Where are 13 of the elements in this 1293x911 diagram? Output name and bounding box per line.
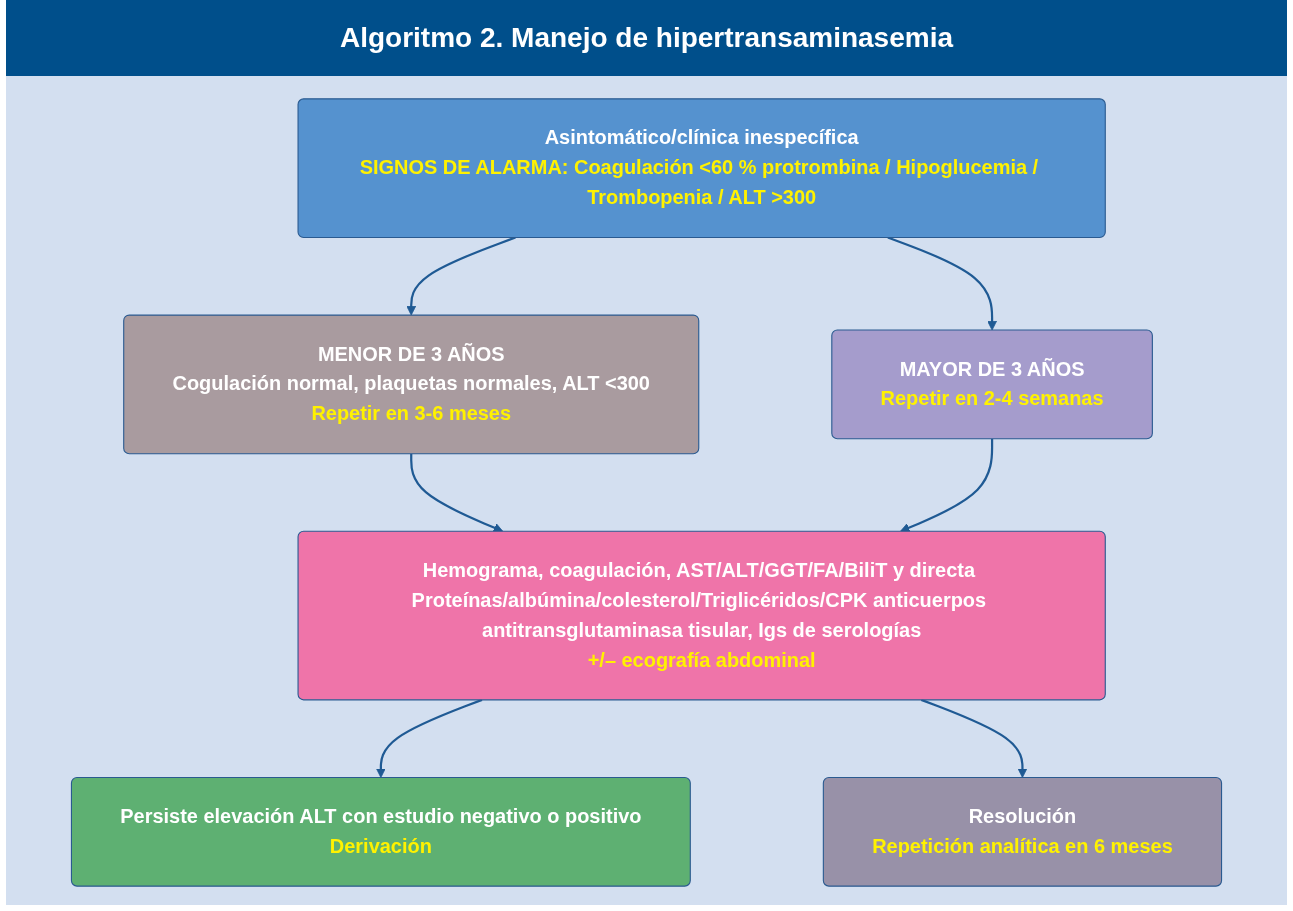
arrow bbox=[900, 438, 994, 533]
node-box: MAYOR DE 3 AÑOS Repetir en 2-4 semanas bbox=[831, 329, 1153, 440]
arrow bbox=[406, 236, 516, 316]
node-box: Persiste elevación ALT con estudio negativo o positivo Derivación bbox=[70, 776, 691, 887]
arrow bbox=[920, 698, 1028, 778]
node-box: Hemograma, coagulación, AST/ALT/GGT/FA/BiliT y directa Proteínas/albúmina/colesterol/Triglicéridos/CPK anticuerpos antitransglutaminasa tisular, Igs de serologías +/– ecografía abdominal bbox=[297, 530, 1106, 701]
title-bar: Algoritmo 2. Manejo de hipertransaminasemia bbox=[6, 0, 1287, 76]
node-box: Resolución Repetición analítica en 6 meses bbox=[822, 776, 1223, 887]
arrow bbox=[410, 453, 504, 533]
arrow bbox=[376, 698, 483, 778]
arrow bbox=[887, 236, 997, 331]
node-box: MENOR DE 3 AÑOS Cogulación normal, plaquetas normales, ALT <300 Repetir en 3-6 meses bbox=[123, 314, 700, 455]
node-box: Asintomático/clínica inespecífica SIGNOS DE ALARMA: Coagulación <60 % protrombina / Hipoglucemia / Trombopenia / ALT >300 bbox=[297, 98, 1106, 239]
